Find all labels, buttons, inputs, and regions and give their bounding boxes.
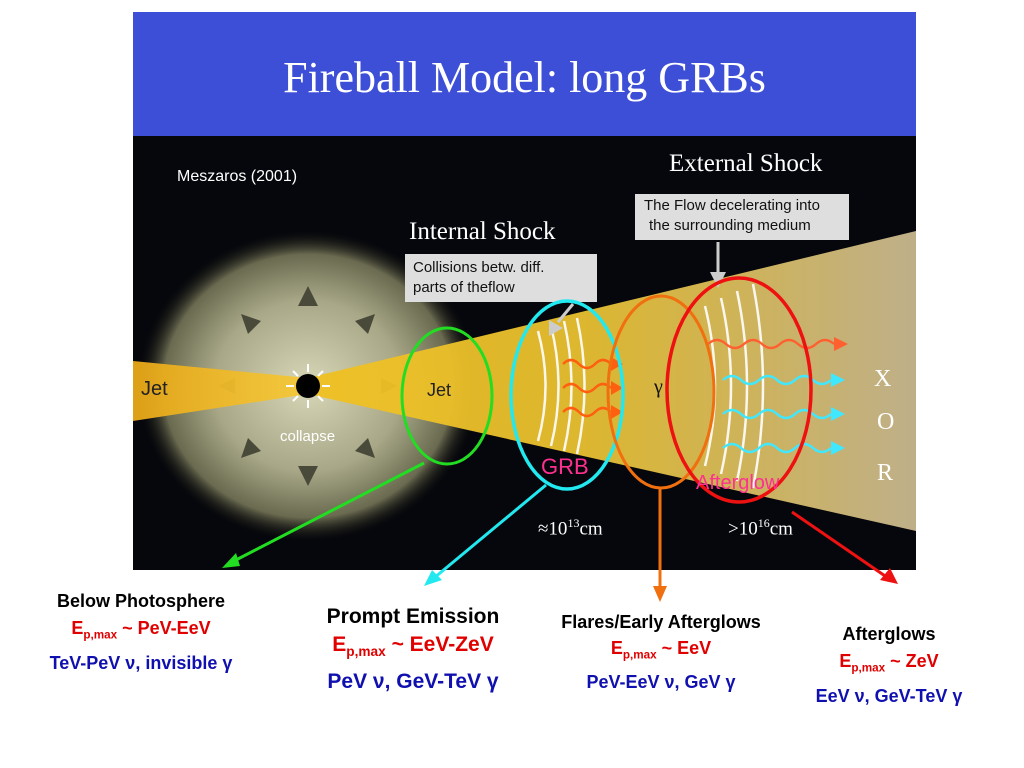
external-shock-note-line2: the surrounding medium (649, 217, 811, 234)
region-particles: PeV ν, GeV-TeV γ (327, 670, 499, 694)
dist-external-prefix: >10 (728, 518, 758, 540)
outflow-cone (308, 231, 916, 531)
external-shock-note-box (635, 194, 849, 240)
dist-internal-unit: cm (579, 518, 603, 540)
region-particles: EeV ν, GeV-TeV γ (815, 685, 963, 706)
afterglow-label: Afterglow (696, 472, 780, 494)
region-particles: TeV-PeV ν, invisible γ (49, 652, 233, 673)
title-bar: Fireball Model: long GRBs (133, 12, 916, 136)
internal-arrowheads (611, 357, 623, 419)
xor-r: R (877, 460, 894, 486)
internal-shock-note-line2: parts of theflow (413, 279, 515, 296)
region-particles: PeV-EeV ν, GeV γ (586, 671, 736, 692)
xor-o: O (877, 409, 895, 435)
external-shock-distance: >1016cm (728, 516, 793, 540)
region-heading: Below Photosphere (56, 591, 226, 611)
grb-label: GRB (541, 454, 589, 479)
region-emax: Ep,max ~ ZeV (839, 651, 939, 675)
internal-photon-arrows (562, 358, 612, 418)
page-title: Fireball Model: long GRBs (283, 53, 766, 102)
central-black-hole (296, 374, 320, 398)
left-jet (133, 361, 308, 421)
internal-shock-note-line1: Collisions betw. diff. (413, 259, 545, 276)
internal-shock-heading: Internal Shock (409, 218, 556, 245)
xor-x: X (874, 366, 892, 392)
jet-label-right: Jet (427, 380, 452, 400)
dist-internal-exp: 13 (567, 516, 580, 530)
collapse-label: collapse (280, 428, 336, 445)
region-emax: Ep,max ~ PeV-EeV (71, 618, 211, 642)
caption-afterglows: Afterglows Ep,max ~ ZeV EeV ν, GeV-TeV γ (788, 622, 990, 708)
dist-external-unit: cm (769, 518, 793, 540)
black-hole-rays (286, 364, 330, 408)
caption-prompt-emission: Prompt Emission Ep,max ~ EeV-ZeV PeV ν, … (290, 604, 536, 697)
afterglow-photon-arrows (707, 338, 835, 454)
gamma-symbol: γ (654, 376, 663, 398)
illustration-svg (133, 194, 916, 541)
callout-pointers (549, 242, 726, 336)
region-heading: Prompt Emission (326, 605, 500, 628)
prompt-emission-ellipse (509, 299, 625, 491)
external-shock-note-line1: The Flow decelerating into (644, 197, 820, 214)
dist-internal-prefix: ≈10 (538, 518, 568, 540)
citation: Meszaros (2001) (177, 168, 298, 185)
jet-label-left: Jet (141, 378, 168, 400)
fireball-illustration: Meszaros (2001) External Shock The Flow … (133, 136, 916, 570)
region-emax: Ep,max ~ EeV-ZeV (332, 633, 494, 660)
region-heading: Afterglows (842, 624, 936, 644)
afterglow-ellipse (665, 276, 813, 504)
internal-shock-fronts (536, 317, 586, 455)
caption-early-afterglows: Flares/Early Afterglows Ep,max ~ EeV PeV… (530, 610, 792, 694)
caption-below-photosphere: Below Photosphere Ep,max ~ PeV-EeV TeV-P… (18, 589, 264, 675)
afterglow-arrowheads (831, 337, 848, 455)
region-emax: Ep,max ~ EeV (610, 638, 712, 662)
below-photosphere-ellipse (400, 326, 494, 466)
dist-external-exp: 16 (757, 516, 770, 530)
internal-shock-note-box (405, 254, 597, 302)
external-shock-heading: External Shock (669, 150, 823, 177)
internal-shock-distance: ≈1013cm (538, 516, 603, 540)
region-heading: Flares/Early Afterglows (561, 612, 761, 632)
